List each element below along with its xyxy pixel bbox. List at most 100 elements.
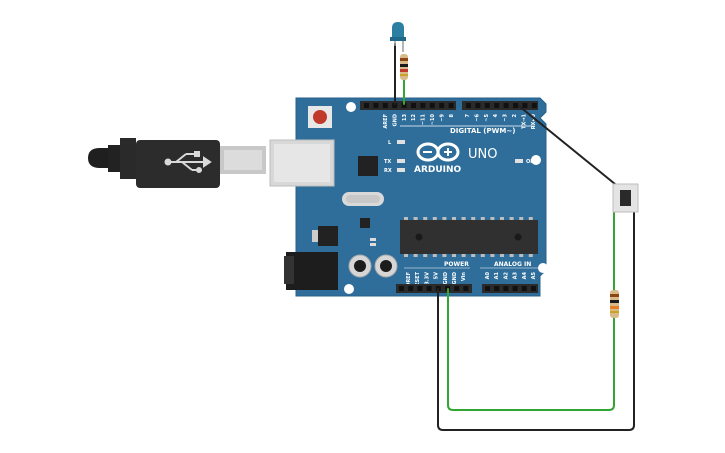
power-jack xyxy=(286,252,338,290)
wire-pin2-button[interactable] xyxy=(518,105,616,185)
resistor-band xyxy=(400,74,408,76)
pin-hole[interactable] xyxy=(401,103,407,108)
usb-interface-chip xyxy=(358,156,378,176)
pin-hole[interactable] xyxy=(392,103,398,108)
chip-leg xyxy=(471,217,476,220)
pin-hole[interactable] xyxy=(463,286,469,291)
chip-leg xyxy=(452,254,456,257)
led-base xyxy=(390,37,406,41)
usb-port-inner xyxy=(274,144,330,182)
pin-hole[interactable] xyxy=(512,286,518,291)
pin-hole[interactable] xyxy=(503,286,509,291)
digital-pin-label: 4 xyxy=(493,113,499,117)
pin-hole[interactable] xyxy=(420,103,426,108)
chip-leg xyxy=(490,217,495,220)
pin-hole[interactable] xyxy=(399,286,404,291)
pin-hole[interactable] xyxy=(531,103,537,108)
digital-header-right xyxy=(462,101,538,110)
pin-hole[interactable] xyxy=(485,286,490,291)
chip-leg xyxy=(519,217,524,220)
led-rx-label: RX xyxy=(384,168,392,174)
resistor-band xyxy=(610,311,619,313)
analog-header xyxy=(482,284,538,293)
pin-hole[interactable] xyxy=(364,103,369,108)
pin-hole[interactable] xyxy=(408,286,414,291)
pin-hole[interactable] xyxy=(513,103,518,108)
pushbutton[interactable] xyxy=(612,183,639,213)
pin-hole[interactable] xyxy=(417,286,423,291)
pin-hole[interactable] xyxy=(448,103,454,108)
on-indicator xyxy=(515,159,523,163)
digital-pin-label: 12 xyxy=(411,113,417,120)
pin-hole[interactable] xyxy=(454,286,460,291)
chip-leg xyxy=(509,254,514,257)
pin-hole[interactable] xyxy=(429,103,435,108)
pin-hole[interactable] xyxy=(426,286,432,291)
power-pin-label: RESET xyxy=(415,271,421,289)
digital-pin-label: 7 xyxy=(465,113,471,117)
mounting-hole xyxy=(344,284,354,294)
analog-pin-label: A2 xyxy=(503,271,509,279)
pin-hole[interactable] xyxy=(484,103,490,108)
pin-hole[interactable] xyxy=(466,103,471,108)
pin-hole[interactable] xyxy=(503,103,509,108)
power-header xyxy=(396,284,472,293)
pin-hole[interactable] xyxy=(411,103,416,108)
resistor-band xyxy=(400,58,408,61)
resistor-button[interactable] xyxy=(610,290,619,318)
led-dome xyxy=(392,22,404,38)
smd-component xyxy=(370,238,376,241)
crystal-oscillator-top xyxy=(346,195,380,203)
arduino-infinity-logo-icon xyxy=(416,142,460,162)
digital-pin-label: AREF xyxy=(383,114,389,129)
pin-hole[interactable] xyxy=(382,103,388,108)
pin-hole[interactable] xyxy=(494,286,500,291)
power-header-label: POWER xyxy=(444,261,469,268)
power-pin-label: 5V xyxy=(434,272,440,279)
digital-pin-label: 2 xyxy=(512,113,518,117)
analog-pin-label: A3 xyxy=(513,271,519,279)
analog-pin-label: A0 xyxy=(485,271,491,279)
chip-leg xyxy=(528,254,533,257)
led[interactable] xyxy=(390,22,406,52)
chip-leg xyxy=(490,254,495,257)
chip-leg xyxy=(509,217,514,220)
pin-hole[interactable] xyxy=(521,286,527,291)
digital-pin-label: ~11 xyxy=(421,113,427,125)
mounting-hole xyxy=(538,263,548,273)
chip-leg xyxy=(480,254,485,257)
pin-hole[interactable] xyxy=(494,103,500,108)
resistor-led[interactable] xyxy=(400,54,408,80)
analog-pin-label: A1 xyxy=(494,271,500,279)
chip-leg xyxy=(480,217,485,220)
digital-pin-label: ~6 xyxy=(474,113,480,121)
wire-gnd-button[interactable] xyxy=(437,211,635,431)
capacitor-top xyxy=(380,260,392,272)
digital-pin-label: ~3 xyxy=(503,113,509,121)
usb-cable[interactable] xyxy=(88,138,266,188)
pin-hole[interactable] xyxy=(531,286,536,291)
voltage-regulator xyxy=(318,226,338,246)
power-pin-label: IOREF xyxy=(406,272,412,289)
usb-plug-shell xyxy=(224,150,262,170)
usb-cable-grip xyxy=(120,138,136,179)
pin-hole[interactable] xyxy=(439,103,445,108)
chip-legs xyxy=(404,217,533,257)
pin-hole[interactable] xyxy=(475,103,481,108)
chip-leg xyxy=(442,217,447,220)
wire-5v-resistor[interactable] xyxy=(447,288,615,411)
power-pin-label: GND xyxy=(452,272,458,284)
pin-hole[interactable] xyxy=(522,103,528,108)
smd-component xyxy=(370,243,376,246)
digital-pin-label: TX→1 xyxy=(521,113,527,128)
chip-leg xyxy=(500,254,504,257)
chip-leg xyxy=(423,217,428,220)
pin-hole[interactable] xyxy=(373,103,379,108)
led-rx-indicator xyxy=(397,168,405,172)
small-chip xyxy=(360,218,370,228)
digital-pin-label: ~5 xyxy=(484,113,490,121)
resistor-band xyxy=(400,69,408,72)
